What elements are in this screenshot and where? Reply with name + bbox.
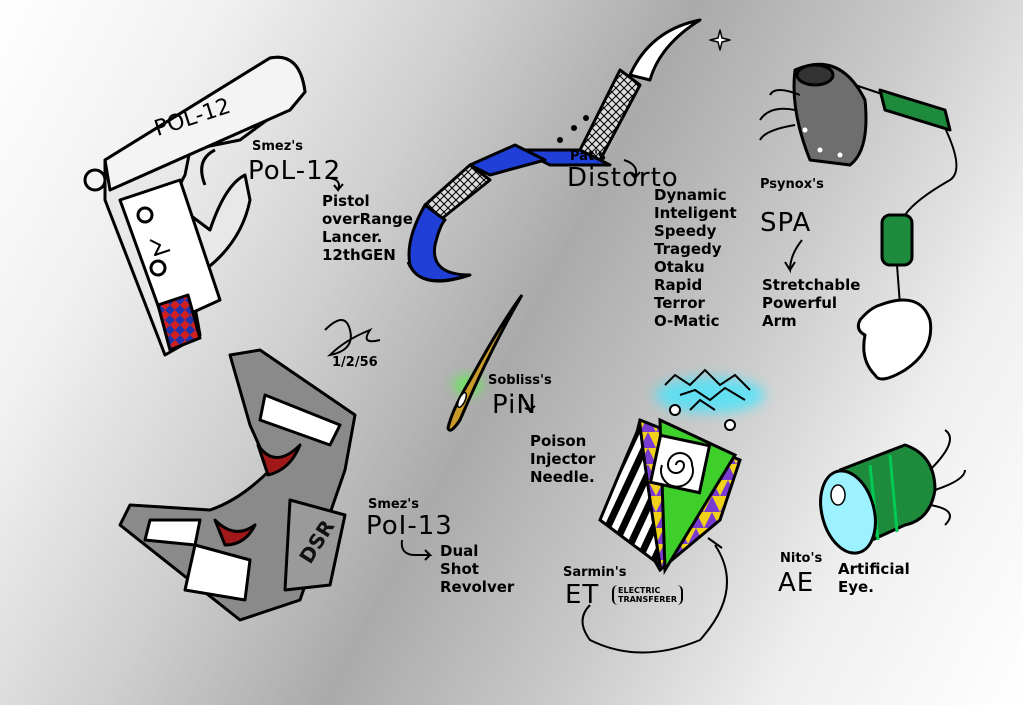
pol13-name: PoI-13	[366, 511, 453, 541]
et-description: ELECTRIC TRANSFERER	[612, 585, 683, 605]
et-owner: Sarmin's	[563, 565, 627, 580]
pin-name: PiN	[492, 390, 537, 420]
pin-description: Poison Injector Needle.	[530, 432, 596, 486]
signature	[324, 319, 381, 357]
spa-description: Stretchable Powerful Arm	[762, 276, 861, 330]
pol13-revolver	[118, 348, 357, 622]
distorto-description: Dynamic Inteligent Speedy Tragedy Otaku …	[654, 186, 737, 330]
et-device	[581, 368, 765, 654]
pin-owner: Sobliss's	[488, 373, 552, 388]
distorto-owner: Pat's	[570, 149, 606, 164]
pol12-name: PoL-12	[248, 156, 342, 186]
ae-description: Artificial Eye.	[838, 560, 910, 596]
label-arrows	[329, 159, 803, 561]
et-name: ET	[565, 580, 600, 610]
pol13-description: Dual Shot Revolver	[440, 542, 515, 596]
pin-needle	[446, 294, 524, 432]
ae-eye	[819, 429, 966, 555]
ae-owner: Nito's	[780, 551, 823, 566]
pol12-pistol	[83, 55, 307, 357]
pol13-owner: Smez's	[368, 497, 420, 512]
distorto-scythe	[406, 18, 731, 283]
pol12-description: Pistol overRange Lancer. 12thGEN	[322, 192, 413, 264]
ae-name: AE	[778, 568, 815, 598]
spa-owner: Psynox's	[760, 177, 824, 192]
spa-arm	[759, 62, 958, 381]
spa-name: SPA	[760, 208, 812, 238]
signature-date: 1/2/56	[332, 355, 378, 370]
pol12-owner: Smez's	[252, 139, 304, 154]
distorto-name: Distorto	[567, 163, 679, 193]
